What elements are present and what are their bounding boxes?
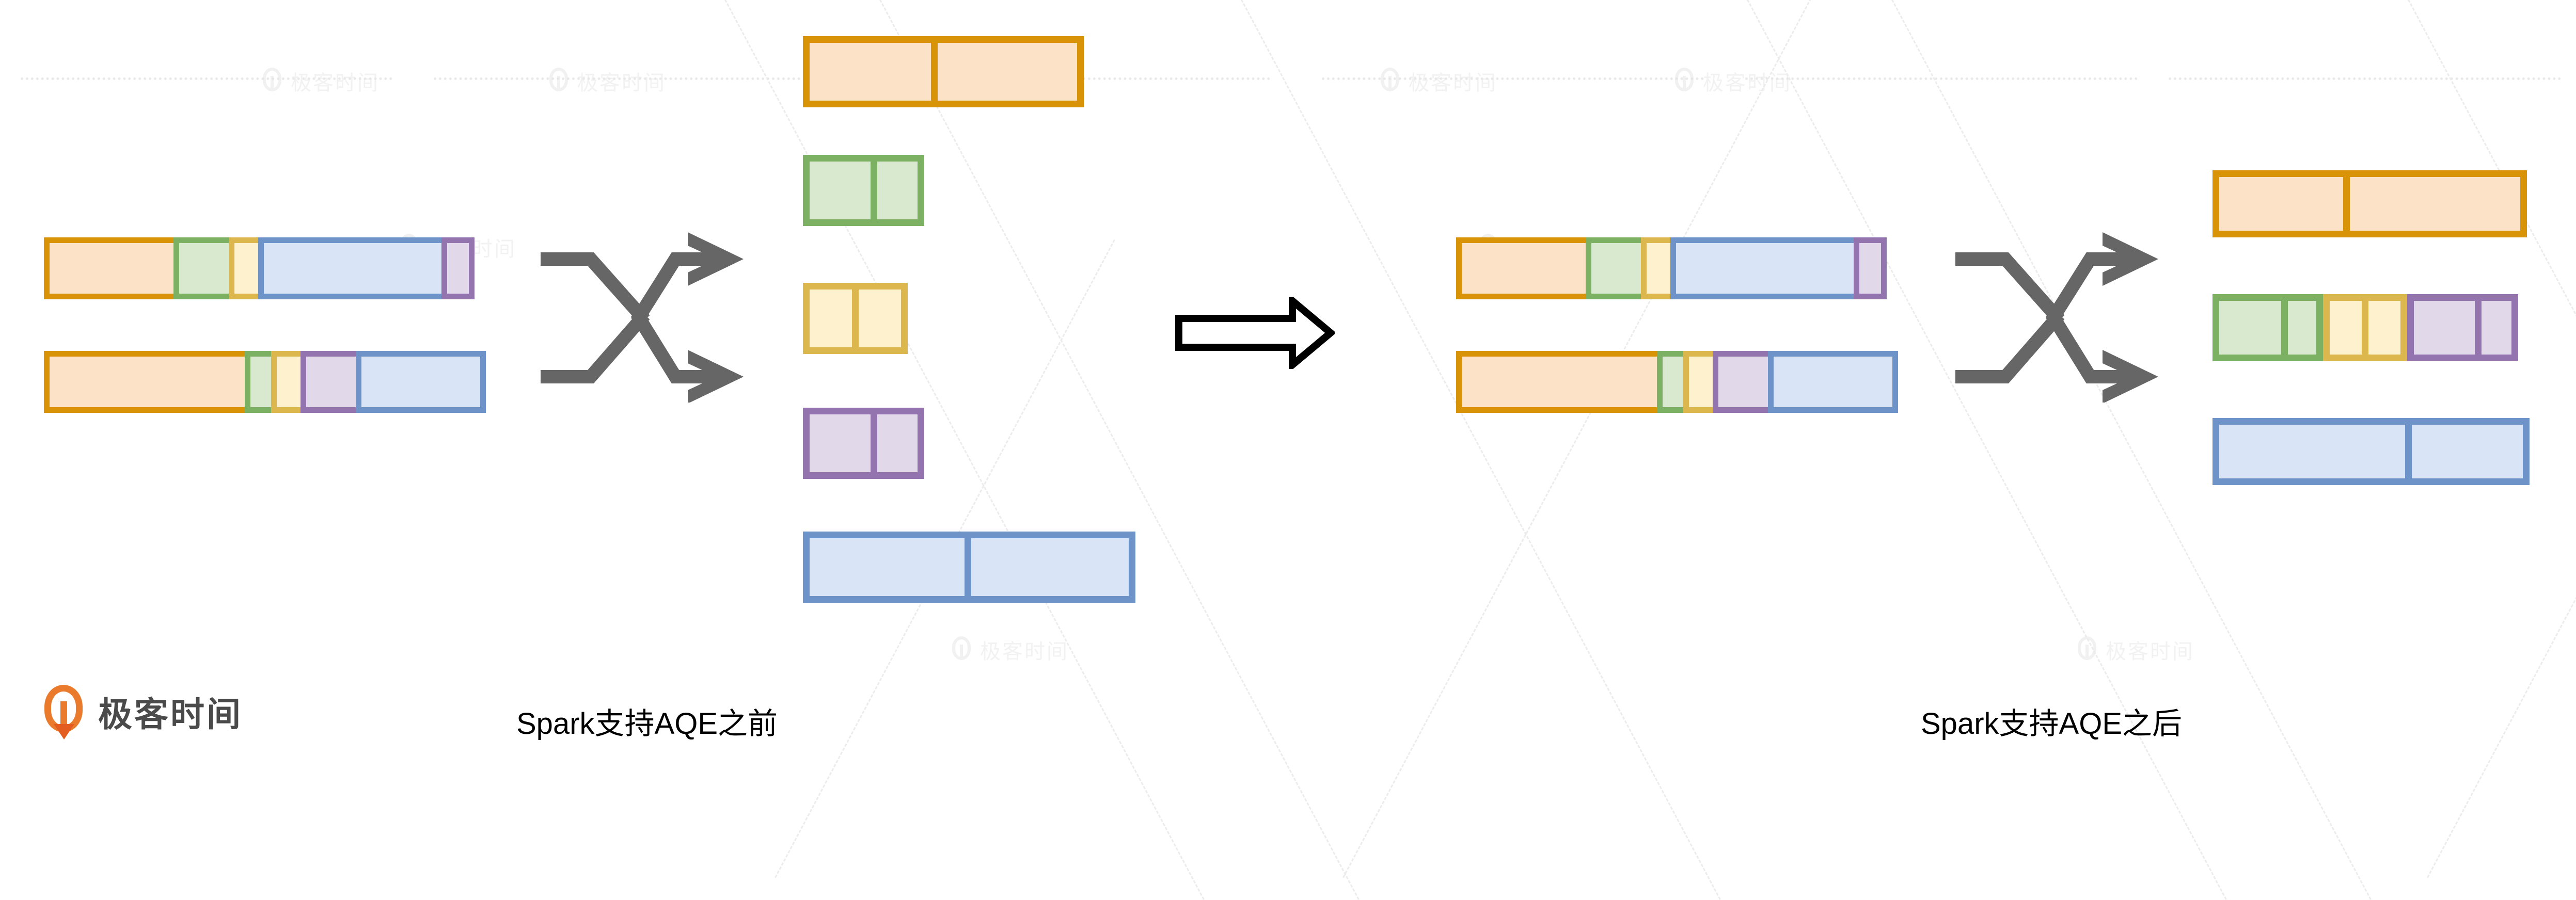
geekbang-logo-icon bbox=[41, 684, 87, 740]
output-cell-blue bbox=[810, 538, 965, 596]
shuffle-icon bbox=[541, 232, 744, 403]
watermark-logo-icon bbox=[950, 635, 974, 664]
after-input-partition-2 bbox=[1456, 351, 1898, 413]
output-cell-blue bbox=[2219, 425, 2405, 478]
watermark-logo-icon bbox=[2076, 635, 2099, 664]
watermark-logo-icon bbox=[547, 67, 571, 95]
output-group-blue bbox=[2212, 418, 2530, 485]
output-cell-green bbox=[810, 162, 871, 219]
before-input-partition-2 bbox=[44, 351, 486, 413]
watermark-logo-icon bbox=[261, 67, 285, 95]
right-arrow-icon bbox=[1175, 297, 1335, 369]
output-cell-purple bbox=[2482, 301, 2511, 355]
watermark-text: 极客时间 bbox=[980, 640, 1069, 664]
watermark-diagonal-line bbox=[1342, 0, 1877, 878]
output-cell-orange bbox=[2219, 177, 2343, 231]
partition-segment-orange bbox=[1456, 351, 1663, 413]
caption-after: Spark支持AQE之后 bbox=[1921, 707, 2182, 741]
after-merged-output-green-yellow-purple bbox=[2212, 294, 2518, 361]
watermark: 极客时间 bbox=[2076, 635, 2194, 665]
output-cell-green bbox=[2219, 301, 2281, 355]
watermark: 极客时间 bbox=[1379, 66, 1497, 96]
after-input-partition-1 bbox=[1456, 237, 1887, 299]
before-output-partition-yellow bbox=[803, 283, 908, 354]
output-cell-blue bbox=[971, 538, 1129, 596]
after-merged-output-blue bbox=[2212, 418, 2530, 485]
before-output-partition-green bbox=[803, 155, 924, 226]
watermark-text: 极客时间 bbox=[1703, 71, 1792, 95]
watermark-dotted-line bbox=[21, 77, 392, 80]
partition-segment-green bbox=[1586, 237, 1647, 299]
watermark-dotted-line bbox=[434, 77, 826, 80]
watermark: 极客时间 bbox=[950, 635, 1069, 665]
output-group-purple bbox=[2407, 294, 2518, 361]
brand-name: 极客时间 bbox=[98, 695, 243, 734]
output-group-green bbox=[2212, 294, 2323, 361]
partition-segment-purple bbox=[1854, 237, 1887, 299]
output-cell-green bbox=[2288, 301, 2316, 355]
before-output-partition-purple bbox=[803, 408, 924, 479]
partition-segment-blue bbox=[258, 237, 447, 299]
output-cell-orange bbox=[938, 43, 1077, 101]
output-cell-orange bbox=[810, 43, 931, 101]
watermark: 极客时间 bbox=[547, 66, 666, 96]
before-output-partition-orange bbox=[803, 36, 1084, 107]
brand-logo: 极客时间 bbox=[41, 684, 243, 740]
watermark: 极客时间 bbox=[1673, 66, 1792, 96]
output-cell-yellow bbox=[810, 290, 852, 347]
partition-segment-orange bbox=[44, 237, 179, 299]
watermark-text: 极客时间 bbox=[1409, 71, 1497, 95]
output-cell-purple bbox=[810, 414, 871, 472]
partition-segment-blue bbox=[356, 351, 486, 413]
output-cell-purple bbox=[2414, 301, 2475, 355]
watermark-dotted-line bbox=[1745, 77, 2138, 80]
watermark: 极客时间 bbox=[261, 66, 380, 96]
partition-segment-purple bbox=[441, 237, 475, 299]
partition-segment-blue bbox=[1670, 237, 1859, 299]
shuffle-icon bbox=[1955, 232, 2158, 403]
watermark-text: 极客时间 bbox=[291, 71, 380, 95]
watermark-text: 极客时间 bbox=[577, 71, 666, 95]
watermark-dotted-line bbox=[2169, 77, 2561, 80]
output-cell-blue bbox=[2412, 425, 2523, 478]
watermark-logo-icon bbox=[1673, 67, 1697, 95]
partition-segment-yellow bbox=[1641, 237, 1676, 299]
diagram-canvas: 极客时间极客时间极客时间极客时间极客时间极客时间极客时间极客时间 Sp bbox=[21, 0, 2576, 900]
output-cell-yellow bbox=[2368, 301, 2400, 355]
caption-before: Spark支持AQE之前 bbox=[516, 707, 778, 741]
output-cell-purple bbox=[877, 414, 918, 472]
partition-segment-green bbox=[173, 237, 234, 299]
output-group-orange bbox=[2212, 170, 2527, 237]
before-output-partition-blue bbox=[803, 532, 1135, 603]
watermark-logo-icon bbox=[1379, 67, 1402, 95]
partition-segment-orange bbox=[44, 351, 250, 413]
partition-segment-blue bbox=[1768, 351, 1898, 413]
output-cell-yellow bbox=[859, 290, 901, 347]
partition-segment-purple bbox=[301, 351, 361, 413]
watermark-diagonal-line bbox=[1186, 0, 1721, 900]
after-merged-output-orange bbox=[2212, 170, 2527, 237]
output-cell-yellow bbox=[2330, 301, 2362, 355]
partition-segment-purple bbox=[1713, 351, 1774, 413]
partition-segment-orange bbox=[1456, 237, 1591, 299]
before-input-partition-1 bbox=[44, 237, 475, 299]
output-group-yellow bbox=[2323, 294, 2407, 361]
watermark-diagonal-line bbox=[1692, 0, 2227, 900]
watermark-text: 极客时间 bbox=[2106, 640, 2194, 664]
output-cell-green bbox=[877, 162, 918, 219]
output-cell-orange bbox=[2350, 177, 2520, 231]
watermark-dotted-line bbox=[1322, 77, 1704, 80]
watermark-diagonal-line bbox=[670, 0, 1205, 900]
